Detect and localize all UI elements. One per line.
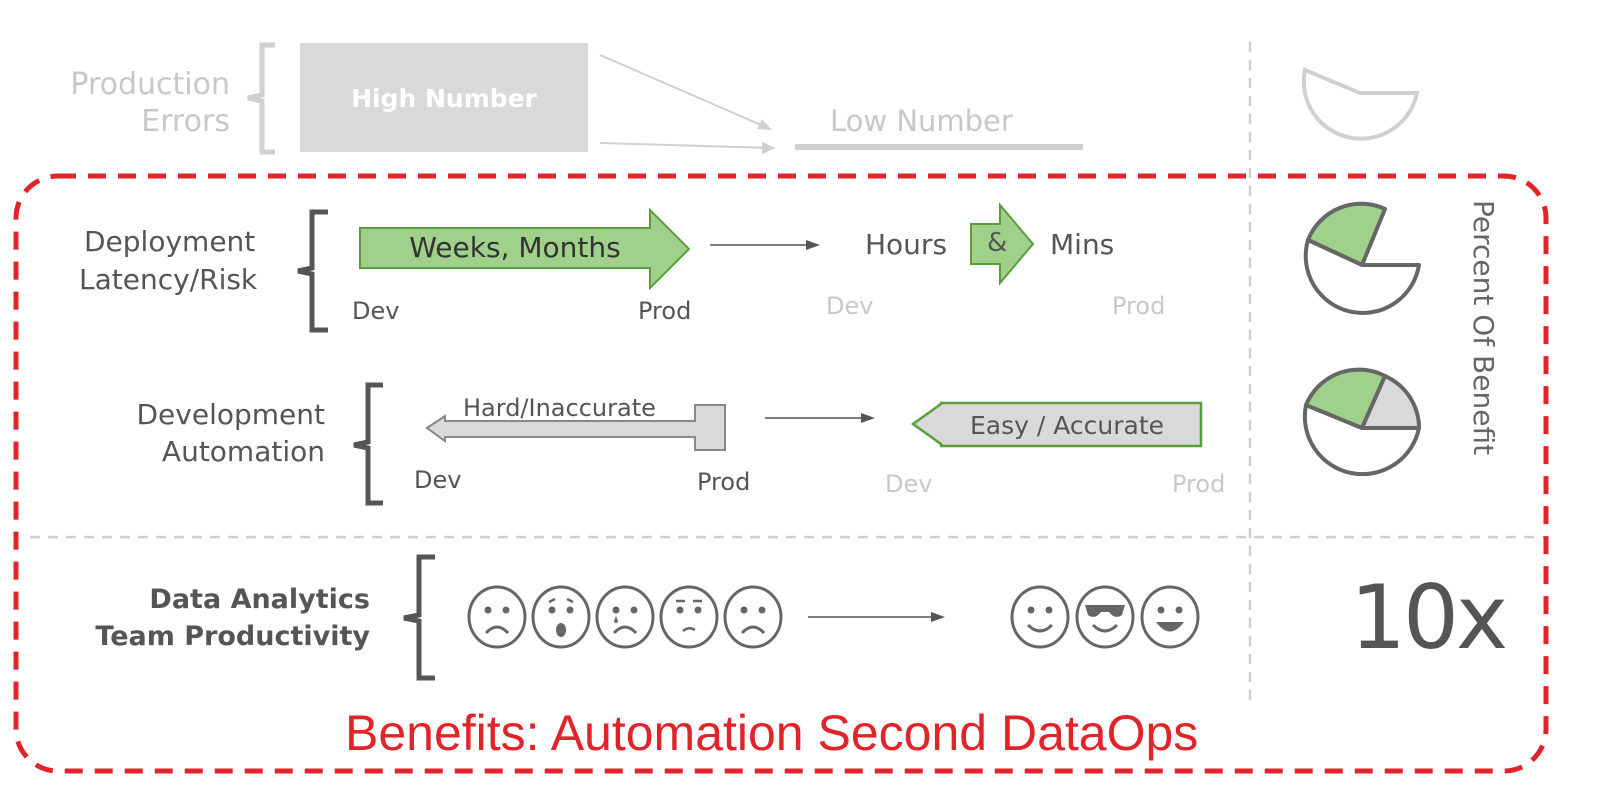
sunglasses-face-icon [1075, 585, 1135, 649]
productivity-brace [403, 554, 435, 681]
easy-accurate-label: Easy / Accurate [970, 411, 1165, 440]
multiplier-label: 10x [1350, 566, 1508, 669]
hours-label: Hours [865, 228, 948, 261]
dev-label-faded: Dev [885, 470, 933, 498]
hard-inaccurate-label: Hard/Inaccurate [463, 394, 656, 422]
arrow-line-flat [599, 142, 771, 149]
smile-face-icon [1010, 585, 1070, 649]
weeks-months-label: Weeks, Months [409, 231, 621, 264]
highlight-frame [13, 173, 1549, 774]
percent-of-benefit-label: Percent Of Benefit [1467, 200, 1500, 456]
arrowhead [757, 119, 772, 130]
productivity-label-2: Team Productivity [95, 621, 370, 652]
dev-label-faded: Dev [826, 292, 874, 320]
prod-label-faded: Prod [1172, 470, 1226, 498]
automation-pie-chart [1302, 367, 1421, 477]
high-number-box [300, 43, 588, 152]
mins-label: Mins [1050, 228, 1115, 261]
easy-accurate-arrow [910, 401, 1203, 448]
grin-face-icon [1140, 585, 1200, 649]
worried-face-icon [659, 585, 719, 649]
deployment-label-1: Deployment [84, 225, 256, 258]
deployment-pie-chart [1303, 201, 1421, 315]
arrowhead [762, 142, 776, 154]
high-number-label: High Number [351, 84, 537, 113]
production-errors-brace [247, 42, 275, 155]
dev-label: Dev [352, 297, 400, 325]
face-icons [467, 585, 1200, 649]
top-pie-icon [1301, 67, 1420, 141]
sad-face-icon [723, 585, 783, 649]
ampersand-label: & [987, 228, 1008, 258]
production-errors-label-2: Errors [141, 104, 230, 139]
deployment-label-2: Latency/Risk [79, 263, 258, 296]
productivity-label-1: Data Analytics [149, 584, 370, 615]
low-number-bar [795, 144, 1083, 150]
hard-inaccurate-arrow [425, 404, 726, 451]
prod-label: Prod [697, 468, 751, 496]
arrowhead [806, 240, 820, 250]
automation-brace [353, 382, 383, 506]
arrow-line-diagonal [599, 54, 769, 129]
sad-face-icon [467, 585, 527, 649]
crying-face-icon [595, 585, 655, 649]
low-number-label: Low Number [830, 104, 1013, 138]
hours-mins-arrow [970, 202, 1035, 286]
automation-label-2: Automation [161, 435, 325, 468]
arrowhead [931, 612, 945, 622]
production-errors-label-1: Production [70, 67, 230, 102]
prod-label-faded: Prod [1112, 292, 1166, 320]
dev-label: Dev [414, 466, 462, 494]
weeks-months-arrow [359, 207, 691, 291]
deployment-brace [297, 209, 328, 333]
prod-label: Prod [638, 297, 692, 325]
caption: Benefits: Automation Second DataOps [345, 705, 1199, 761]
shocked-face-icon [531, 585, 591, 649]
arrowhead [861, 413, 875, 423]
automation-label-1: Development [136, 398, 326, 431]
